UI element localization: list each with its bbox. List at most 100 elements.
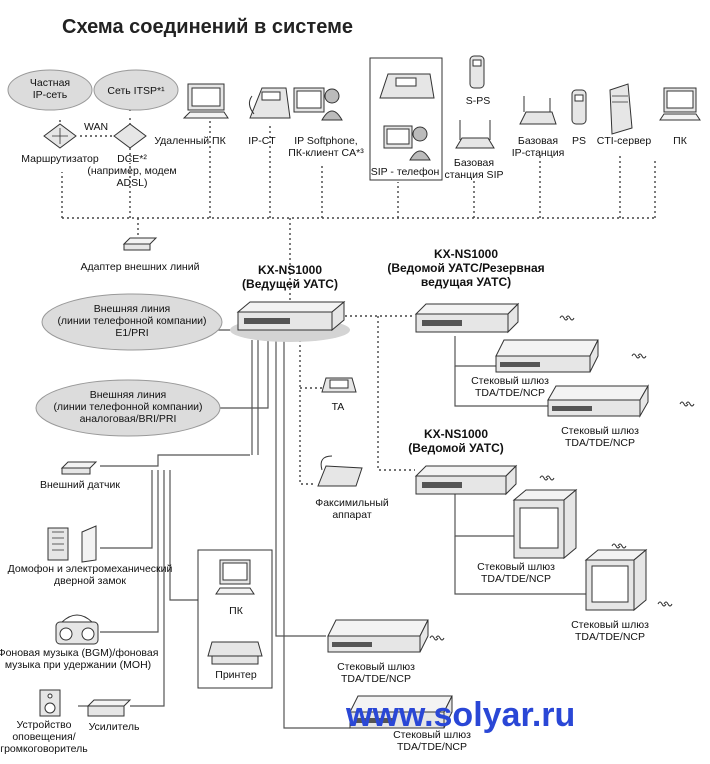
sensor-label: Внешний датчик (40, 479, 120, 491)
label-line: Стековый шлюз (571, 619, 649, 631)
label-line: оповещения/ (12, 731, 75, 743)
box-printer-label: Принтер (215, 669, 257, 681)
label-line: TDA/TDE/NCP (341, 673, 411, 685)
amplifier-label: Усилитель (89, 721, 140, 733)
wan-label: WAN (84, 121, 108, 133)
dce-icon (113, 123, 147, 149)
sip-phone-label: SIP - телефон (371, 166, 440, 178)
adapter-label: Адаптер внешних линий (81, 261, 200, 273)
watermark: www.solyar.ru (345, 696, 575, 734)
label-line: TDA/TDE/NCP (481, 573, 551, 585)
stack-gateway-4-icon (349, 695, 453, 729)
label-line: (например, модем (87, 165, 176, 177)
ext-line-2-label: Внешняя линия(линии телефонной компании)… (53, 389, 202, 425)
ta-label: TA (332, 401, 345, 413)
label-line: IP-сеть (33, 89, 68, 101)
cti-server-label: CTI-сервер (597, 135, 652, 147)
bgm-player-icon (55, 614, 99, 645)
label-line: IP Softphone, (294, 135, 357, 147)
slave-backup-pbx-icon (414, 302, 520, 334)
label-line: Внешняя линия (90, 389, 167, 401)
label-line: DCE*² (117, 153, 147, 165)
label-line: (линии телефонной компании) (53, 401, 202, 413)
label-line: музыка при удержании (MOH) (5, 659, 151, 671)
label-line: аппарат (332, 509, 371, 521)
doorphone-icon (47, 525, 97, 563)
label-line: (Ведомой УАТС/Резервная (387, 261, 544, 275)
label-line: E1/PRI (115, 327, 148, 339)
ip-phone-icon (248, 87, 291, 119)
softphone-pc-icon (293, 87, 343, 121)
label-line: Устройство (17, 719, 72, 731)
stack-gateway-2-icon (547, 384, 649, 418)
ip-ct-label: IP-CT (248, 135, 276, 147)
sensor-icon (60, 461, 98, 475)
label-line: ADSL) (117, 177, 148, 189)
diagram-title: Схема соединений в системе (62, 16, 353, 38)
pc-icon (659, 87, 701, 121)
fax-icon (317, 455, 363, 487)
slave-pbx-icon (414, 464, 518, 496)
s-ps-icon (469, 55, 485, 89)
master-pbx-icon (230, 300, 350, 342)
sip-base-icon (455, 120, 495, 149)
adapter-icon (122, 237, 158, 251)
ps-label: PS (572, 135, 586, 147)
label-line: громкоговоритель (0, 743, 88, 755)
ip-base-station-icon (519, 96, 557, 125)
label-line: Внешняя линия (94, 303, 171, 315)
pc-printer-box (197, 549, 273, 689)
label-line: KX-NS1000 (424, 427, 488, 441)
ext-line-1-label: Внешняя линия(линии телефонной компании)… (57, 303, 206, 339)
cabinet-gateway-2-icon (584, 548, 648, 612)
label-line: Стековый шлюз (477, 561, 555, 573)
label-line: Базовая (454, 157, 494, 169)
cabinet-gateway-1-icon (512, 488, 578, 560)
label-line: TDA/TDE/NCP (397, 741, 467, 753)
label-line: аналоговая/BRI/PRI (80, 413, 177, 425)
box-pc-label: ПК (229, 605, 244, 617)
label-line: TDA/TDE/NCP (475, 387, 545, 399)
label-line: (линии телефонной компании) (57, 315, 206, 327)
s-ps-label: S-PS (466, 95, 491, 107)
label-line: Стековый шлюз (337, 661, 415, 673)
label-line: ведущая УАТС) (421, 275, 511, 289)
line-breaks (429, 315, 695, 641)
ta-icon (321, 377, 357, 393)
label-line: TDA/TDE/NCP (565, 437, 635, 449)
itsp-cloud: Сеть ITSP*¹ (93, 69, 179, 111)
router-icon (43, 123, 77, 149)
label-line: IP-станция (512, 147, 565, 159)
remote-pc-icon (182, 83, 229, 119)
sip-phone-box (369, 57, 443, 181)
ps-icon (571, 89, 587, 125)
label-line: станция SIP (445, 169, 504, 181)
label-line: (Ведомой УАТС) (408, 441, 504, 455)
label-line: ПК-клиент CA*³ (288, 147, 364, 159)
slave-label: KX-NS1000(Ведомой УАТС) (408, 427, 504, 455)
ext-line-analog-ellipse (35, 379, 221, 437)
ext-line-e1-ellipse (41, 293, 223, 351)
label-line: TDA/TDE/NCP (575, 631, 645, 643)
itsp-label: Сеть ITSP*¹ (107, 85, 165, 97)
label-line: Частная (30, 77, 70, 89)
label-line: Стековый шлюз (471, 375, 549, 387)
stack-gateway-3-icon (327, 619, 429, 653)
label-line: KX-NS1000 (258, 263, 322, 277)
pc-label: ПК (673, 135, 688, 147)
label-line: Базовая (518, 135, 558, 147)
label-line: дверной замок (54, 575, 126, 587)
